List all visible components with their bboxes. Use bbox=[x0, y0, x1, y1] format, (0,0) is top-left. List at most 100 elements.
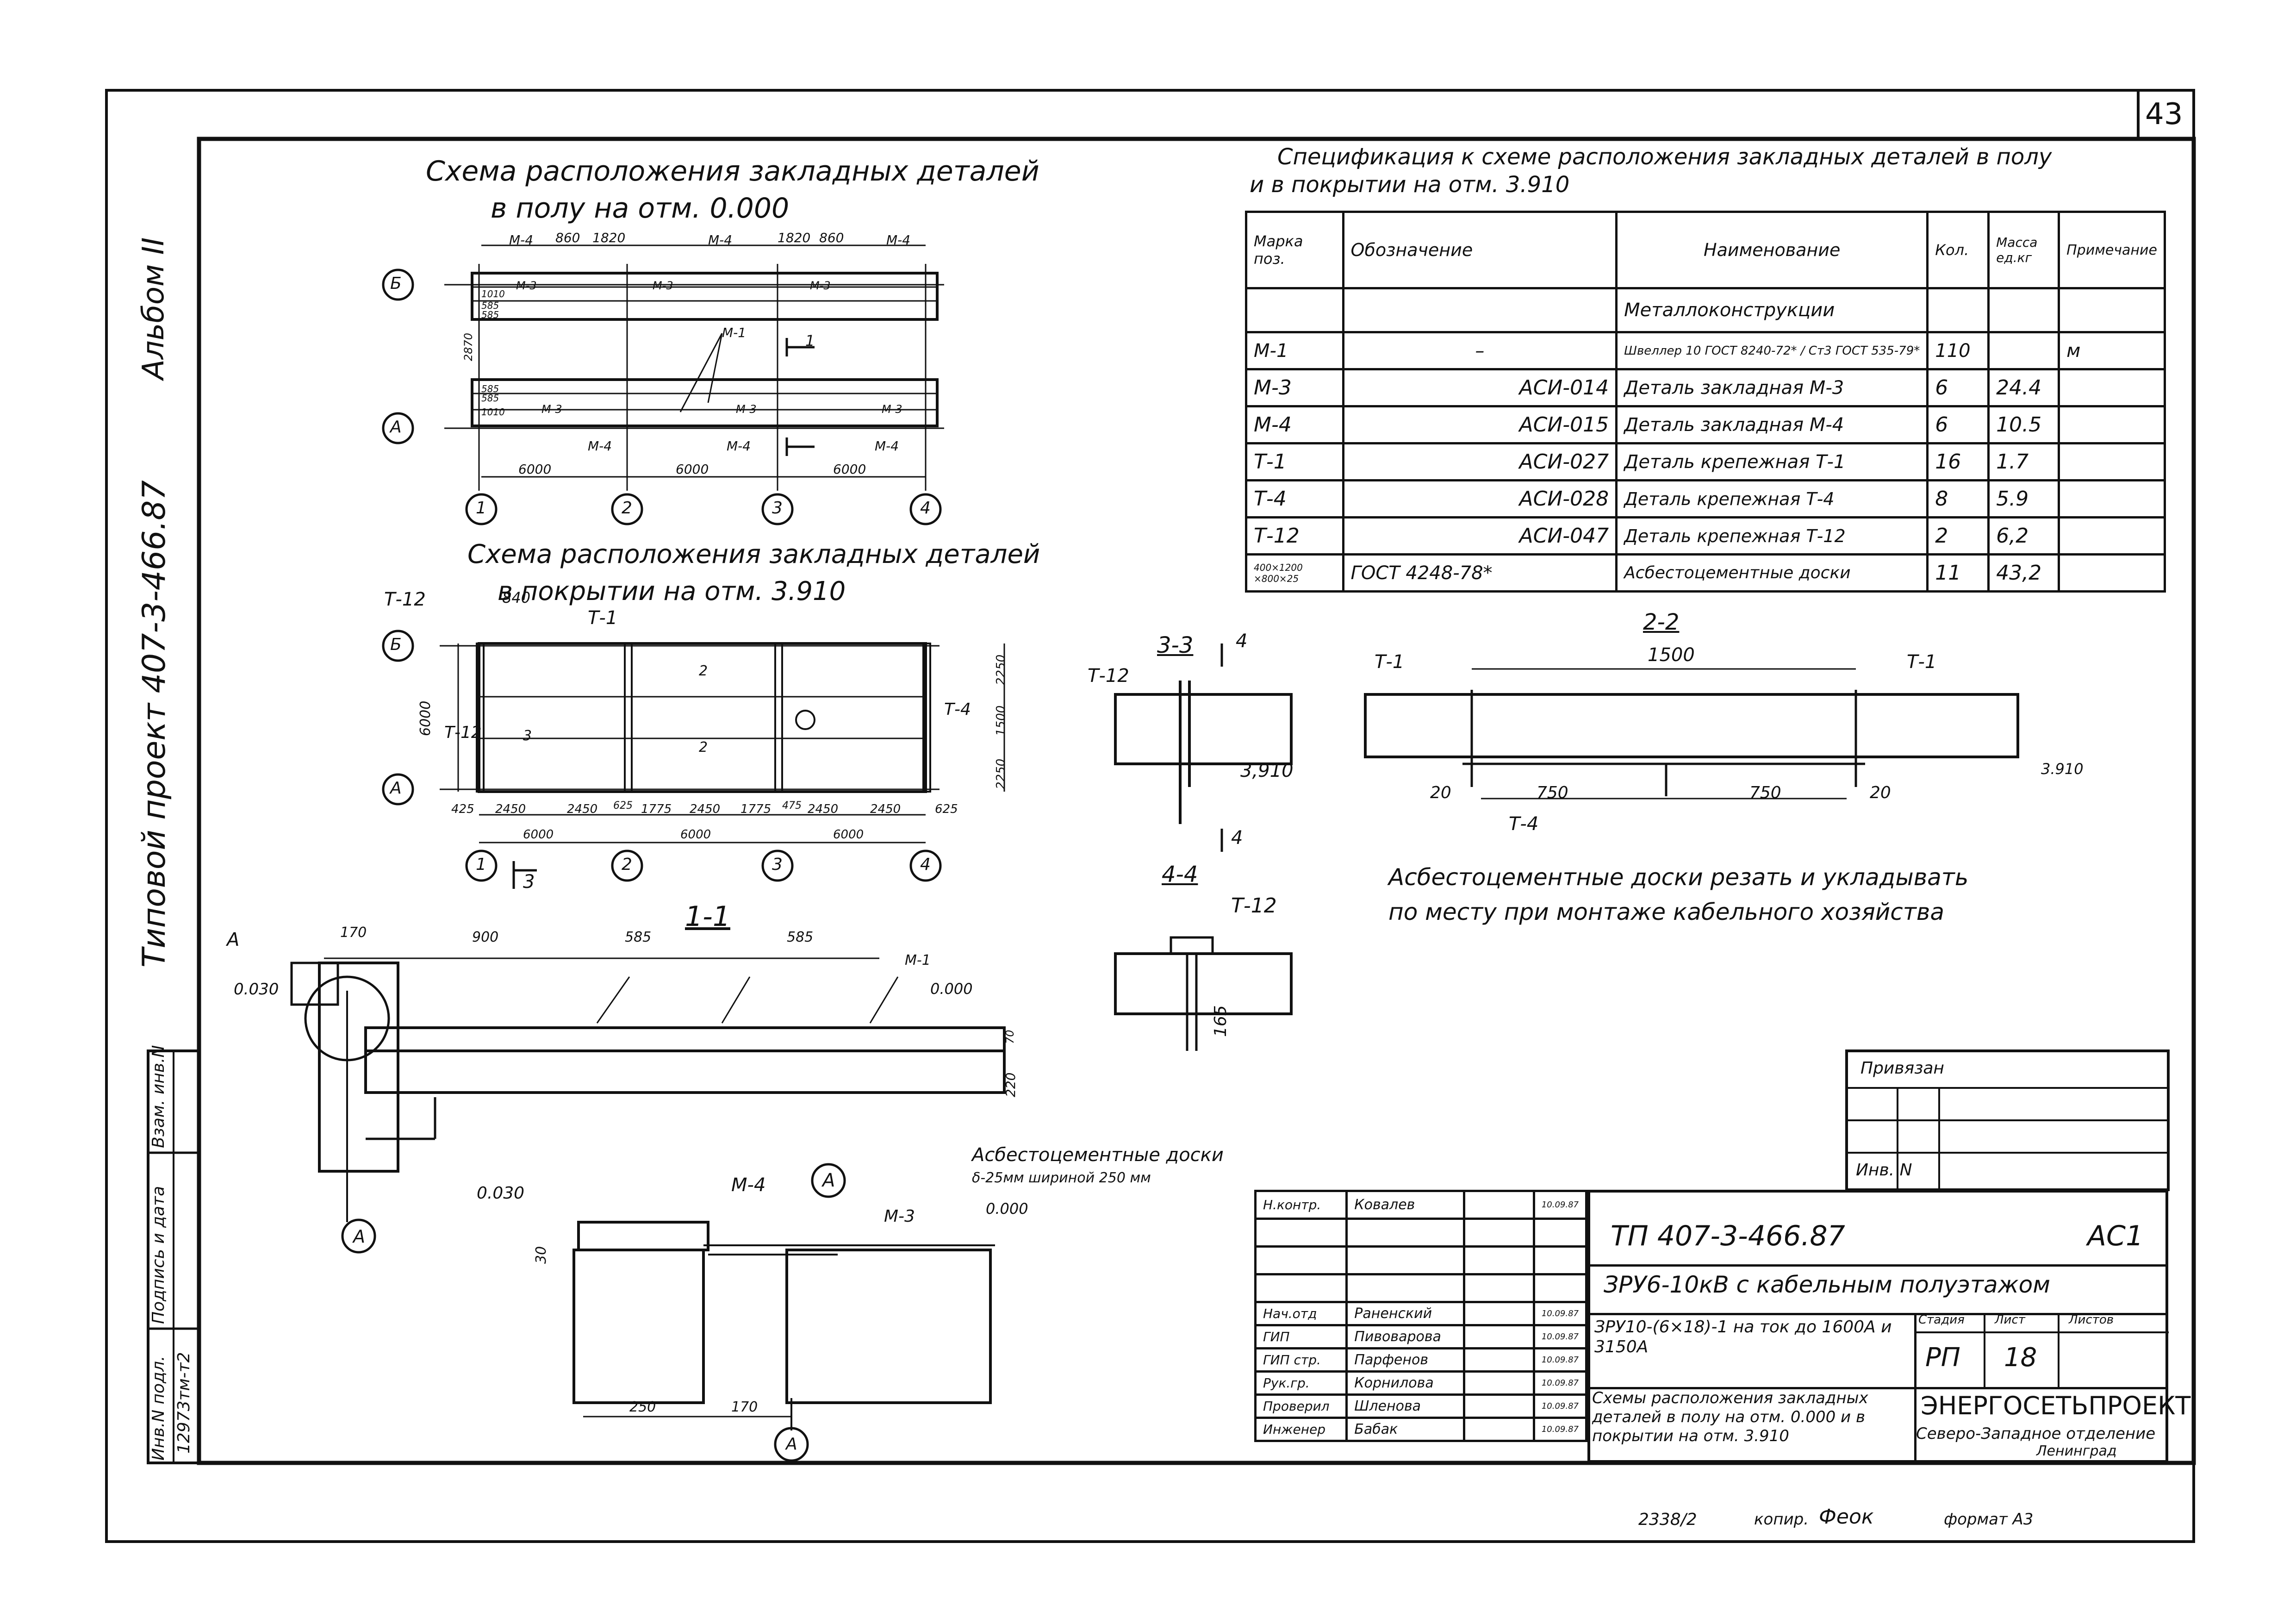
plan-roof-axis-1: 1 bbox=[476, 855, 486, 874]
spec-row: 400×1200 ×800×25 ГОСТ 4248-78* Асбестоце… bbox=[1245, 553, 2166, 593]
spec-row: Т-4 АСИ-028 Деталь крепежная Т-4 8 5.9 bbox=[1245, 479, 2166, 518]
section-2-2-dim-1500: 1500 bbox=[1648, 644, 1695, 666]
spec-title-1: Спецификация к схеме расположения заклад… bbox=[1277, 144, 2052, 170]
plan-roof-t4: Т-4 bbox=[944, 700, 971, 719]
plan-floor-m4-b: М-4 bbox=[708, 232, 733, 248]
plan-floor-side-1010: 1010 bbox=[481, 288, 505, 300]
title-object: ЗРУ6-10кВ с кабельным полуэтажом bbox=[1604, 1271, 2050, 1298]
plan-roof-dim-b1-0: 425 bbox=[451, 802, 474, 816]
section-2-2-t1-left: Т-1 bbox=[1375, 651, 1405, 673]
bind-inv-label: Инв. N bbox=[1856, 1161, 1912, 1180]
plan-floor-m1: М-1 bbox=[722, 325, 747, 340]
plan-floor-m3-c: М-3 bbox=[810, 279, 831, 292]
plan-floor-m4-d: М-4 bbox=[588, 438, 612, 454]
section-3-3-4-top: 4 bbox=[1236, 631, 1248, 652]
stamp-inv-number: 12973тм-т2 bbox=[174, 1352, 193, 1454]
stage-header: Стадия bbox=[1918, 1313, 1965, 1327]
node-a-mark-0000: 0.000 bbox=[986, 1200, 1028, 1218]
section-2-2-dim-20-b: 20 bbox=[1870, 783, 1891, 802]
plan-roof-drawing bbox=[382, 630, 1005, 889]
copied-label: копир. bbox=[1754, 1510, 1809, 1529]
plan-floor-span-1: 6000 bbox=[518, 462, 552, 477]
signature bbox=[1463, 1347, 1535, 1373]
stamp-col-inv-orig: Инв.N подл. bbox=[149, 1355, 168, 1461]
plan-floor-axis-4: 4 bbox=[920, 499, 931, 518]
node-a-dim-170: 170 bbox=[731, 1399, 758, 1415]
signature bbox=[1463, 1301, 1535, 1326]
plan-floor-m4-a: М-4 bbox=[509, 232, 534, 248]
bottom-number: 2338/2 bbox=[1638, 1510, 1697, 1529]
plan-roof-axis-3: 3 bbox=[772, 855, 783, 874]
plan-roof-dim-right-1: 2250 bbox=[994, 654, 1008, 685]
plan-roof-title-2: в покрытии на отм. 3.910 bbox=[498, 576, 846, 606]
section-3-3-4-bottom: 4 bbox=[1231, 827, 1243, 849]
plan-roof-dim-b1-8: 2450 bbox=[808, 802, 839, 816]
section-1-1-dim-585-b: 585 bbox=[787, 929, 814, 945]
plan-roof-dim-b1-4: 1775 bbox=[641, 802, 672, 816]
org-branch: Северо-Западное отделение bbox=[1916, 1424, 2156, 1443]
section-2-2-drawing bbox=[1364, 668, 2019, 800]
signature bbox=[1463, 1324, 1535, 1349]
spec-table: Марка поз. Обозначение Наименование Кол.… bbox=[1245, 211, 2166, 593]
plan-floor-dim-1820: 1820 bbox=[592, 230, 626, 245]
plan-roof-axis-2: 2 bbox=[622, 855, 632, 874]
plan-roof-dim-b1-7: 475 bbox=[782, 800, 802, 812]
plan-roof-t12-left: Т-12 bbox=[444, 723, 482, 742]
plan-floor-side-585-d: 585 bbox=[481, 393, 499, 404]
plan-roof-axis-a: А bbox=[390, 779, 402, 798]
plan-roof-axis-4: 4 bbox=[920, 855, 931, 874]
section-1-1-title: 1-1 bbox=[685, 900, 730, 933]
plan-roof-axis-b: Б bbox=[390, 635, 402, 654]
plan-roof-span-2: 6000 bbox=[680, 828, 711, 842]
section-2-2-dim-750-a: 750 bbox=[1537, 783, 1568, 802]
section-2-2-t1-right: Т-1 bbox=[1907, 651, 1937, 673]
project-label: Типовой проект 407-3-466.87 bbox=[136, 480, 173, 968]
section-3-3-mark: 3,910 bbox=[1240, 760, 1294, 781]
spec-row: Т-12 АСИ-047 Деталь крепежная Т-12 2 6,2 bbox=[1245, 516, 2166, 556]
section-1-1-drawing bbox=[290, 957, 1006, 1254]
section-4-4-t12: Т-12 bbox=[1231, 894, 1277, 918]
section-4-4-title: 4-4 bbox=[1162, 862, 1198, 887]
spec-header-note: Примечание bbox=[2058, 211, 2166, 289]
plan-roof-section-3-mark: 3 bbox=[523, 871, 535, 893]
sheet-header: Лист bbox=[1995, 1313, 2025, 1327]
section-1-1-label-a: А bbox=[227, 929, 240, 950]
node-a-mark-0030: 0.030 bbox=[477, 1184, 525, 1203]
title-sub: ЗРУ10-(6×18)-1 на ток до 1600А и 3150А bbox=[1594, 1318, 1892, 1357]
plan-roof-dim-right-3: 2250 bbox=[994, 758, 1008, 789]
node-a-axis-a: А bbox=[786, 1435, 797, 1454]
node-a-dim-30: 30 bbox=[533, 1246, 549, 1264]
plan-roof-dim-b1-2: 2450 bbox=[567, 802, 598, 816]
plan-floor-title-1: Схема расположения закладных деталей bbox=[426, 155, 1039, 187]
node-a-m4: М-4 bbox=[731, 1174, 766, 1196]
plan-floor-dim-860: 860 bbox=[555, 230, 580, 245]
spec-row: М-4 АСИ-015 Деталь закладная М-4 6 10.5 bbox=[1245, 405, 2166, 444]
plan-floor-axis-1: 1 bbox=[476, 499, 486, 518]
section-2-2-dim-20-a: 20 bbox=[1430, 783, 1451, 802]
plan-roof-dim-b1-10: 625 bbox=[935, 802, 958, 816]
section-2-2-t4: Т-4 bbox=[1509, 813, 1539, 835]
spec-row: Т-1 АСИ-027 Деталь крепежная Т-1 16 1.7 bbox=[1245, 442, 2166, 481]
signature bbox=[1463, 1190, 1535, 1220]
plan-floor-axis-a: А bbox=[390, 418, 402, 437]
section-4-4-dim-165: 165 bbox=[1211, 1005, 1230, 1037]
format-label: формат А3 bbox=[1944, 1510, 2034, 1529]
plan-floor-m3-a: М-3 bbox=[516, 279, 537, 292]
node-a-dim-250: 250 bbox=[629, 1399, 656, 1415]
signature bbox=[1463, 1370, 1535, 1396]
section-1-1-axis-a: А bbox=[353, 1226, 365, 1247]
node-a-note-2: δ-25мм шириной 250 мм bbox=[972, 1170, 1151, 1186]
plan-roof-dim-b1-6: 1775 bbox=[740, 802, 772, 816]
plan-roof-dim-b1-9: 2450 bbox=[870, 802, 901, 816]
plan-roof-dim-6000: 6000 bbox=[417, 700, 434, 736]
title-code: ТП 407-3-466.87 bbox=[1611, 1220, 1845, 1252]
plan-floor-axis-3: 3 bbox=[772, 499, 783, 518]
spec-header-doc: Обозначение bbox=[1342, 211, 1618, 289]
plan-roof-title-1: Схема расположения закладных деталей bbox=[467, 539, 1040, 569]
plan-floor-side-585-a: 585 bbox=[481, 300, 499, 311]
section-1-1-mark-0000: 0.000 bbox=[930, 980, 973, 998]
section-2-2-mark: 3.910 bbox=[2041, 760, 2084, 778]
plan-floor-m3-b: М-3 bbox=[653, 279, 673, 292]
